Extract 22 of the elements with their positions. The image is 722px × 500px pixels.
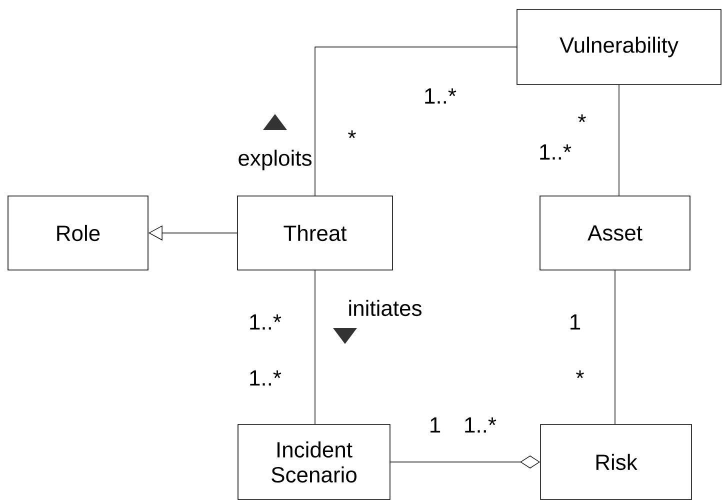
association-line — [314, 270, 316, 424]
multiplicity-label: 1..* — [540, 144, 572, 160]
association-line — [618, 84, 620, 196]
multiplicity-label: * — [578, 114, 586, 122]
edge-label: exploits — [238, 150, 312, 170]
class-box: Threat — [237, 196, 393, 270]
class-box: Asset — [540, 196, 690, 270]
association-line — [614, 270, 616, 424]
class-box: Vulnerability — [516, 9, 722, 85]
class-box: Role — [8, 196, 148, 270]
class-box: Incident Scenario — [238, 424, 390, 500]
association-line — [314, 46, 517, 196]
edge-label: initiates — [349, 300, 422, 316]
multiplicity-label: 1..* — [250, 370, 282, 386]
multiplicity-label: 1..* — [250, 314, 282, 330]
multiplicity-label: 1 — [570, 314, 580, 330]
multiplicity-label: * — [576, 370, 584, 378]
multiplicity-label: * — [348, 130, 356, 138]
multiplicity-label: 1..* — [425, 88, 456, 104]
multiplicity-label: 1..* — [465, 417, 496, 433]
multiplicity-label: 1 — [430, 417, 440, 433]
class-box: Risk — [540, 424, 692, 500]
